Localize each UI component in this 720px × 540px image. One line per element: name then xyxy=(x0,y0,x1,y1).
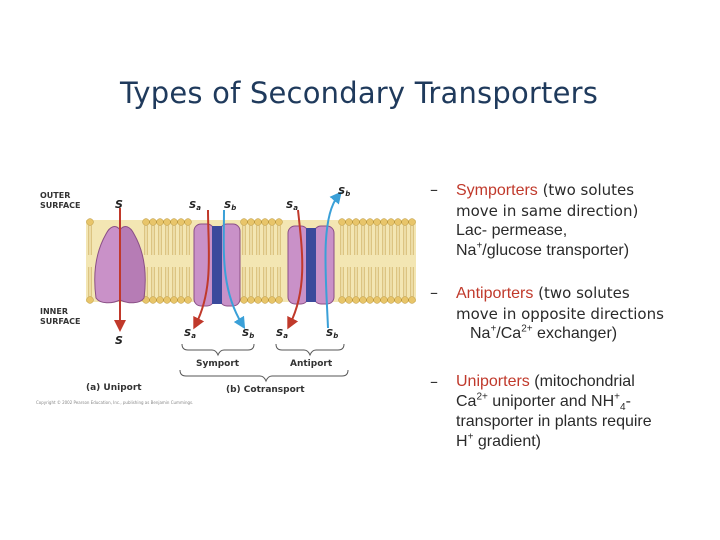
lipid-head xyxy=(87,297,94,304)
antiport-sa-top: Sa xyxy=(286,200,298,212)
term-antiporters: Antiporters xyxy=(456,285,533,302)
lipid-head xyxy=(178,297,185,304)
lipid-head xyxy=(164,219,171,226)
symport-sa-bottom: Sa xyxy=(184,328,196,340)
lipid-head xyxy=(353,219,360,226)
transporter-figure: OUTER SURFACE INNER SURFACE S S Sa Sb Sa… xyxy=(36,178,416,408)
antiport-sa-bottom: Sa xyxy=(276,328,288,340)
lipid-head xyxy=(402,219,409,226)
lipid-head xyxy=(388,219,395,226)
bullet-line: Antiporters (two solutes xyxy=(456,283,715,304)
slide-title: Types of Secondary Transporters xyxy=(120,76,598,110)
bullet-symporters: – Symporters (two solutes move in same d… xyxy=(430,180,715,261)
lipid-head xyxy=(262,297,269,304)
lipid-head xyxy=(395,297,402,304)
antiport-bracket xyxy=(276,344,344,355)
cotransport-label: (b) Cotransport xyxy=(226,385,305,395)
bullet-line: Uniporters (mitochondrial xyxy=(456,372,715,392)
inner-surface-label-2: SURFACE xyxy=(40,317,81,326)
lipid-head xyxy=(339,219,346,226)
lipid-head xyxy=(381,219,388,226)
antiport-sb-top: Sb xyxy=(338,186,350,198)
lipid-head xyxy=(255,219,262,226)
symport-label: Symport xyxy=(196,359,240,369)
bullet-uniporters: – Uniporters (mitochondrial Ca2+ uniport… xyxy=(430,372,715,452)
copyright-text: Copyright © 2002 Pearson Education, Inc.… xyxy=(36,400,193,405)
membrane-diagram: OUTER SURFACE INNER SURFACE S S Sa Sb Sa… xyxy=(36,178,416,408)
lipid-head xyxy=(367,297,374,304)
lipid-head xyxy=(255,297,262,304)
symport-sb-bottom: Sb xyxy=(242,328,254,340)
lipid-head xyxy=(262,219,269,226)
outer-surface-label-2: SURFACE xyxy=(40,201,81,210)
lipid-head xyxy=(269,297,276,304)
lipid-head xyxy=(409,219,416,226)
lipid-head xyxy=(171,297,178,304)
term-uniporters: Uniporters xyxy=(456,373,530,390)
bullet-dash: – xyxy=(430,283,438,302)
lipid-head xyxy=(157,219,164,226)
lipid-head xyxy=(185,219,192,226)
lipid-head xyxy=(276,297,283,304)
lipid-head xyxy=(150,219,157,226)
inner-surface-label-1: INNER xyxy=(40,307,68,316)
outer-surface-label-1: OUTER xyxy=(40,191,70,200)
lipid-head xyxy=(87,219,94,226)
lipid-head xyxy=(367,219,374,226)
lipid-head xyxy=(374,297,381,304)
lipid-head xyxy=(395,219,402,226)
lipid-head xyxy=(248,219,255,226)
lipid-head xyxy=(374,219,381,226)
bullet-line: move in opposite directions xyxy=(456,304,715,324)
uniport-label: (a) Uniport xyxy=(86,383,142,393)
lipid-head xyxy=(276,219,283,226)
lipid-head xyxy=(143,219,150,226)
lipid-head xyxy=(269,219,276,226)
lipid-head xyxy=(402,297,409,304)
symport-sa-top: Sa xyxy=(189,200,201,212)
lipid-head xyxy=(360,297,367,304)
lipid-head xyxy=(381,297,388,304)
bullet-line: transporter in plants require xyxy=(456,412,715,432)
bullet-antiporters: – Antiporters (two solutes move in oppos… xyxy=(430,283,715,344)
lipid-head xyxy=(157,297,164,304)
lipid-head xyxy=(360,219,367,226)
lipid-head xyxy=(353,297,360,304)
lipid-head xyxy=(248,297,255,304)
lipid-head xyxy=(178,219,185,226)
bullet-line: H+ gradient) xyxy=(456,432,715,452)
lipid-head xyxy=(409,297,416,304)
bullet-dash: – xyxy=(430,180,438,199)
cotransport-bracket xyxy=(180,370,348,381)
uniport-s-bottom: S xyxy=(115,334,123,347)
lipid-head xyxy=(185,297,192,304)
lipid-head xyxy=(388,297,395,304)
bullet-line: Symporters (two solutes xyxy=(456,180,715,201)
lipid-head xyxy=(241,219,248,226)
antiport-label: Antiport xyxy=(290,359,333,369)
symport-bracket xyxy=(182,344,254,355)
bullet-line: Lac- permease, xyxy=(456,221,715,241)
lipid-head xyxy=(241,297,248,304)
symport-sb-top: Sb xyxy=(224,200,236,212)
bullet-line: Na+/Ca2+ exchanger) xyxy=(456,324,715,344)
bullet-list: – Symporters (two solutes move in same d… xyxy=(430,180,715,452)
lipid-head xyxy=(346,297,353,304)
lipid-head xyxy=(339,297,346,304)
bullet-dash: – xyxy=(430,372,438,391)
lipid-head xyxy=(171,219,178,226)
bullet-line: Ca2+ uniporter and NH+4- xyxy=(456,392,715,412)
bullet-line: Na+/glucose transporter) xyxy=(456,241,715,261)
lipid-head xyxy=(346,219,353,226)
uniport-s-top: S xyxy=(115,198,123,211)
symport-protein xyxy=(194,224,240,306)
term-symporters: Symporters xyxy=(456,182,538,199)
lipid-head xyxy=(150,297,157,304)
antiport-sb-bottom: Sb xyxy=(326,328,338,340)
lipid-head xyxy=(164,297,171,304)
bullet-line: move in same direction) xyxy=(456,201,715,221)
